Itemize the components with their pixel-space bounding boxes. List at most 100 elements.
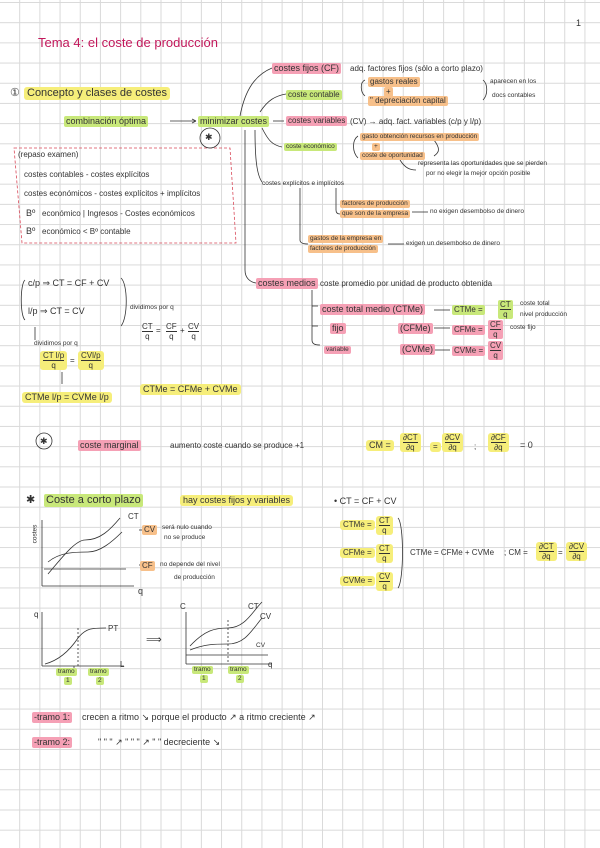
cm-d2: ∂CV∂q (442, 433, 464, 452)
costes-medios-label: costes medios (256, 278, 318, 289)
page-number: 1 (576, 18, 582, 28)
contable-depreciacion: " depreciación capital (368, 96, 448, 106)
box-line-1: costes contables - costes explícitos (24, 170, 150, 179)
box-heading: (repaso examen) (18, 150, 79, 159)
minimizar-label: minimizar costes (198, 116, 270, 127)
economico-gasto: gasto obtención recursos en producción (360, 133, 480, 141)
box-line-4a: Bº (26, 226, 36, 236)
page-title: Tema 4: el coste de producción (38, 35, 218, 50)
costes-variables-desc: (CV) → adq. fact. variables (c/p y l/p) (350, 117, 482, 126)
explicitos-gastos-2: factores de producción (308, 245, 378, 253)
coste-marginal-desc: aumento coste cuando se produce +1 (170, 441, 305, 450)
contable-note-2: docs contables (492, 92, 536, 99)
cfme-label-a: fijo (330, 323, 346, 334)
tramo1-text: crecen a ritmo ↘ porque el producto ↗ a … (82, 712, 316, 722)
g1-cf-note-1: no depende del nivel (160, 561, 220, 568)
tramo2-label: -tramo 2: (32, 737, 73, 748)
g3-tramo1-b: 1 (200, 675, 208, 683)
g1-cv-note-1: será nulo cuando (162, 524, 212, 531)
combinacion-label: combinación óptima (64, 116, 149, 127)
section-bullet: ① (10, 87, 20, 99)
costes-variables-label: costes variables (286, 116, 348, 126)
economico-note-2: por no elegir la mejor opción posible (426, 170, 531, 177)
g3-ct: CT (248, 602, 259, 611)
implies-arrow: ⟹ (146, 634, 162, 646)
contable-plus: + (384, 87, 393, 97)
cvme-label-b: (CVMe) (400, 344, 435, 355)
coste-economico-label: coste económico (284, 143, 337, 151)
tramo2-text: " " " ↗ " " " ↗ " " decreciente ↘ (98, 737, 221, 747)
explicitos-gastos-1: gastos de la empresa en (308, 235, 384, 243)
g1-cf: CF (140, 561, 155, 571)
g1-cf-note-2: de producción (174, 574, 215, 581)
star-marker: ✱ (205, 132, 213, 142)
marginal-star: ✱ (40, 436, 48, 446)
cfme-label-b: (CFMe) (398, 323, 433, 334)
g2-q: q (34, 610, 39, 619)
cm-formula: CM = (366, 440, 394, 451)
g2-l: L (120, 660, 125, 669)
div-note-lp: dividimos por q (34, 340, 78, 347)
ctme-cp: CTMe = (340, 520, 375, 530)
economico-oportunidad: coste de oportunidad (360, 152, 425, 160)
lp-formula: l/p ⇒ CT = CV (28, 306, 85, 316)
cm-d3: ∂CF∂q (488, 433, 509, 452)
g2-tramo1-b: 1 (64, 677, 72, 685)
section-heading-concepto: Concepto y clases de costes (24, 87, 171, 100)
ctme-label: coste total medio (CTMe) (320, 304, 426, 315)
cp-cm-d2: ∂CV∂q (566, 542, 588, 561)
coste-marginal-label: coste marginal (78, 440, 141, 451)
g3-tramo1-a: tramo (192, 666, 213, 674)
box-line-3a: Bº (26, 208, 36, 218)
explicitos-factores-2: que son de la empresa (340, 210, 411, 218)
g3-cv2: CV (256, 642, 266, 649)
explicitos-gastos-note: exigen un desembolso de dinero (406, 240, 500, 247)
cp-formula: c/p ⇒ CT = CF + CV (28, 278, 110, 288)
box-line-3b: económico | Ingresos - Costes económicos (42, 209, 195, 218)
ctme-formula: CTMe = (452, 305, 485, 315)
g3-tramo2-a: tramo (228, 666, 249, 674)
box-line-2: costes económicos - costes explícitos + … (24, 189, 201, 198)
costes-fijos-desc: adq. factores fijos (sólo a corto plazo) (350, 64, 483, 73)
div-note-cp: dividimos por q (130, 304, 174, 311)
g1-cv-note-2: no se produce (164, 534, 206, 541)
g1-xaxis: q (138, 586, 144, 596)
g2-pt: PT (108, 624, 119, 633)
economico-plus: + (372, 143, 380, 151)
g3-q: q (268, 660, 273, 669)
box-line-4b: económico < Bº contable (42, 227, 131, 236)
cp-sum: CTMe = CFMe + CVMe (410, 548, 495, 557)
g3-c: C (180, 602, 186, 611)
cvme-cp: CVMe = (340, 576, 376, 586)
contable-gastos-reales: gastos reales (368, 77, 420, 87)
g2-tramo2-b: 2 (96, 677, 104, 685)
g3-cv: CV (260, 612, 272, 621)
corto-plazo-heading: Coste a corto plazo (44, 494, 143, 507)
costes-explicitos-label: costes explícitos e implícitos (262, 180, 345, 187)
g2-tramo1-a: tramo (56, 668, 77, 676)
g1-yaxis: costes (31, 524, 39, 544)
ctme-note-1: coste total (520, 300, 550, 307)
corto-plazo-desc: hay costes fijos y variables (180, 495, 294, 506)
economico-note-1: representa las oportunidades que se pier… (418, 160, 548, 167)
costes-medios-desc: coste promedio por unidad de producto ob… (320, 279, 493, 288)
cfme-note: coste fijo (510, 324, 536, 331)
explicitos-factores-note: no exigen desembolso de dinero (430, 208, 524, 215)
cvme-formula: CVMe = (452, 346, 486, 356)
contable-note-1: aparecen en los (490, 78, 537, 85)
coste-contable-label: coste contable (286, 90, 342, 100)
explicitos-factores-1: factores de producción (340, 200, 410, 208)
g3-tramo2-b: 2 (236, 675, 244, 683)
